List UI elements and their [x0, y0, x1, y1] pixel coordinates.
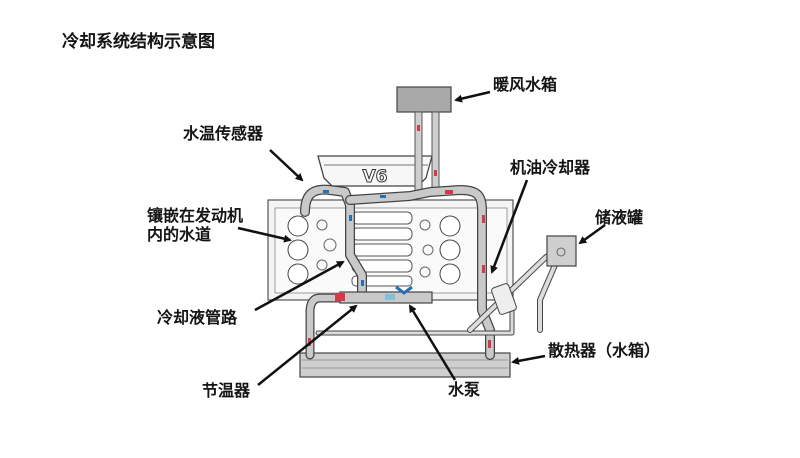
label-reservoir: 储液罐 — [595, 208, 644, 227]
arrow-embedded-passage — [237, 226, 292, 243]
arrow-oil-cooler — [490, 179, 529, 274]
cylinder — [439, 239, 461, 261]
engine-badge: V6 — [363, 167, 388, 187]
label-thermostat: 节温器 — [202, 381, 251, 400]
label-oil-cooler: 机油冷却器 — [510, 158, 591, 177]
radiator — [299, 352, 511, 378]
leader-arrows — [237, 90, 606, 386]
cylinder — [439, 263, 461, 285]
label-water-pump: 水泵 — [448, 380, 481, 399]
reservoir — [546, 235, 577, 267]
engine-block — [267, 199, 514, 301]
cylinder — [287, 215, 309, 237]
arrow-thermostat — [257, 304, 358, 386]
arrow-water-pump — [408, 304, 457, 381]
cylinder — [439, 215, 461, 237]
label-coolant-pipe: 冷却液管路 — [157, 308, 238, 327]
diagram-title: 冷却系统结构示意图 — [62, 32, 215, 52]
intake-manifold: V6 — [317, 155, 433, 188]
label-radiator: 散热器（水箱） — [548, 341, 661, 360]
cylinder — [287, 239, 309, 261]
arrow-reservoir — [578, 223, 606, 245]
cylinder — [287, 263, 309, 285]
label-heater-core: 暖风水箱 — [493, 75, 558, 94]
label-embedded-passage-line1: 镶嵌在发动机 — [147, 206, 244, 225]
arrow-coolant-pipe — [254, 260, 345, 312]
heater-core — [396, 86, 452, 193]
arrow-radiator — [511, 354, 546, 365]
oil-cooler — [491, 283, 517, 315]
label-embedded-passage-line2: 内的水道 — [147, 225, 212, 244]
arrow-temp-sensor — [269, 149, 304, 182]
label-temp-sensor: 水温传感器 — [183, 124, 264, 143]
pump-housing — [335, 285, 433, 304]
arrow-heater-core — [454, 90, 491, 103]
